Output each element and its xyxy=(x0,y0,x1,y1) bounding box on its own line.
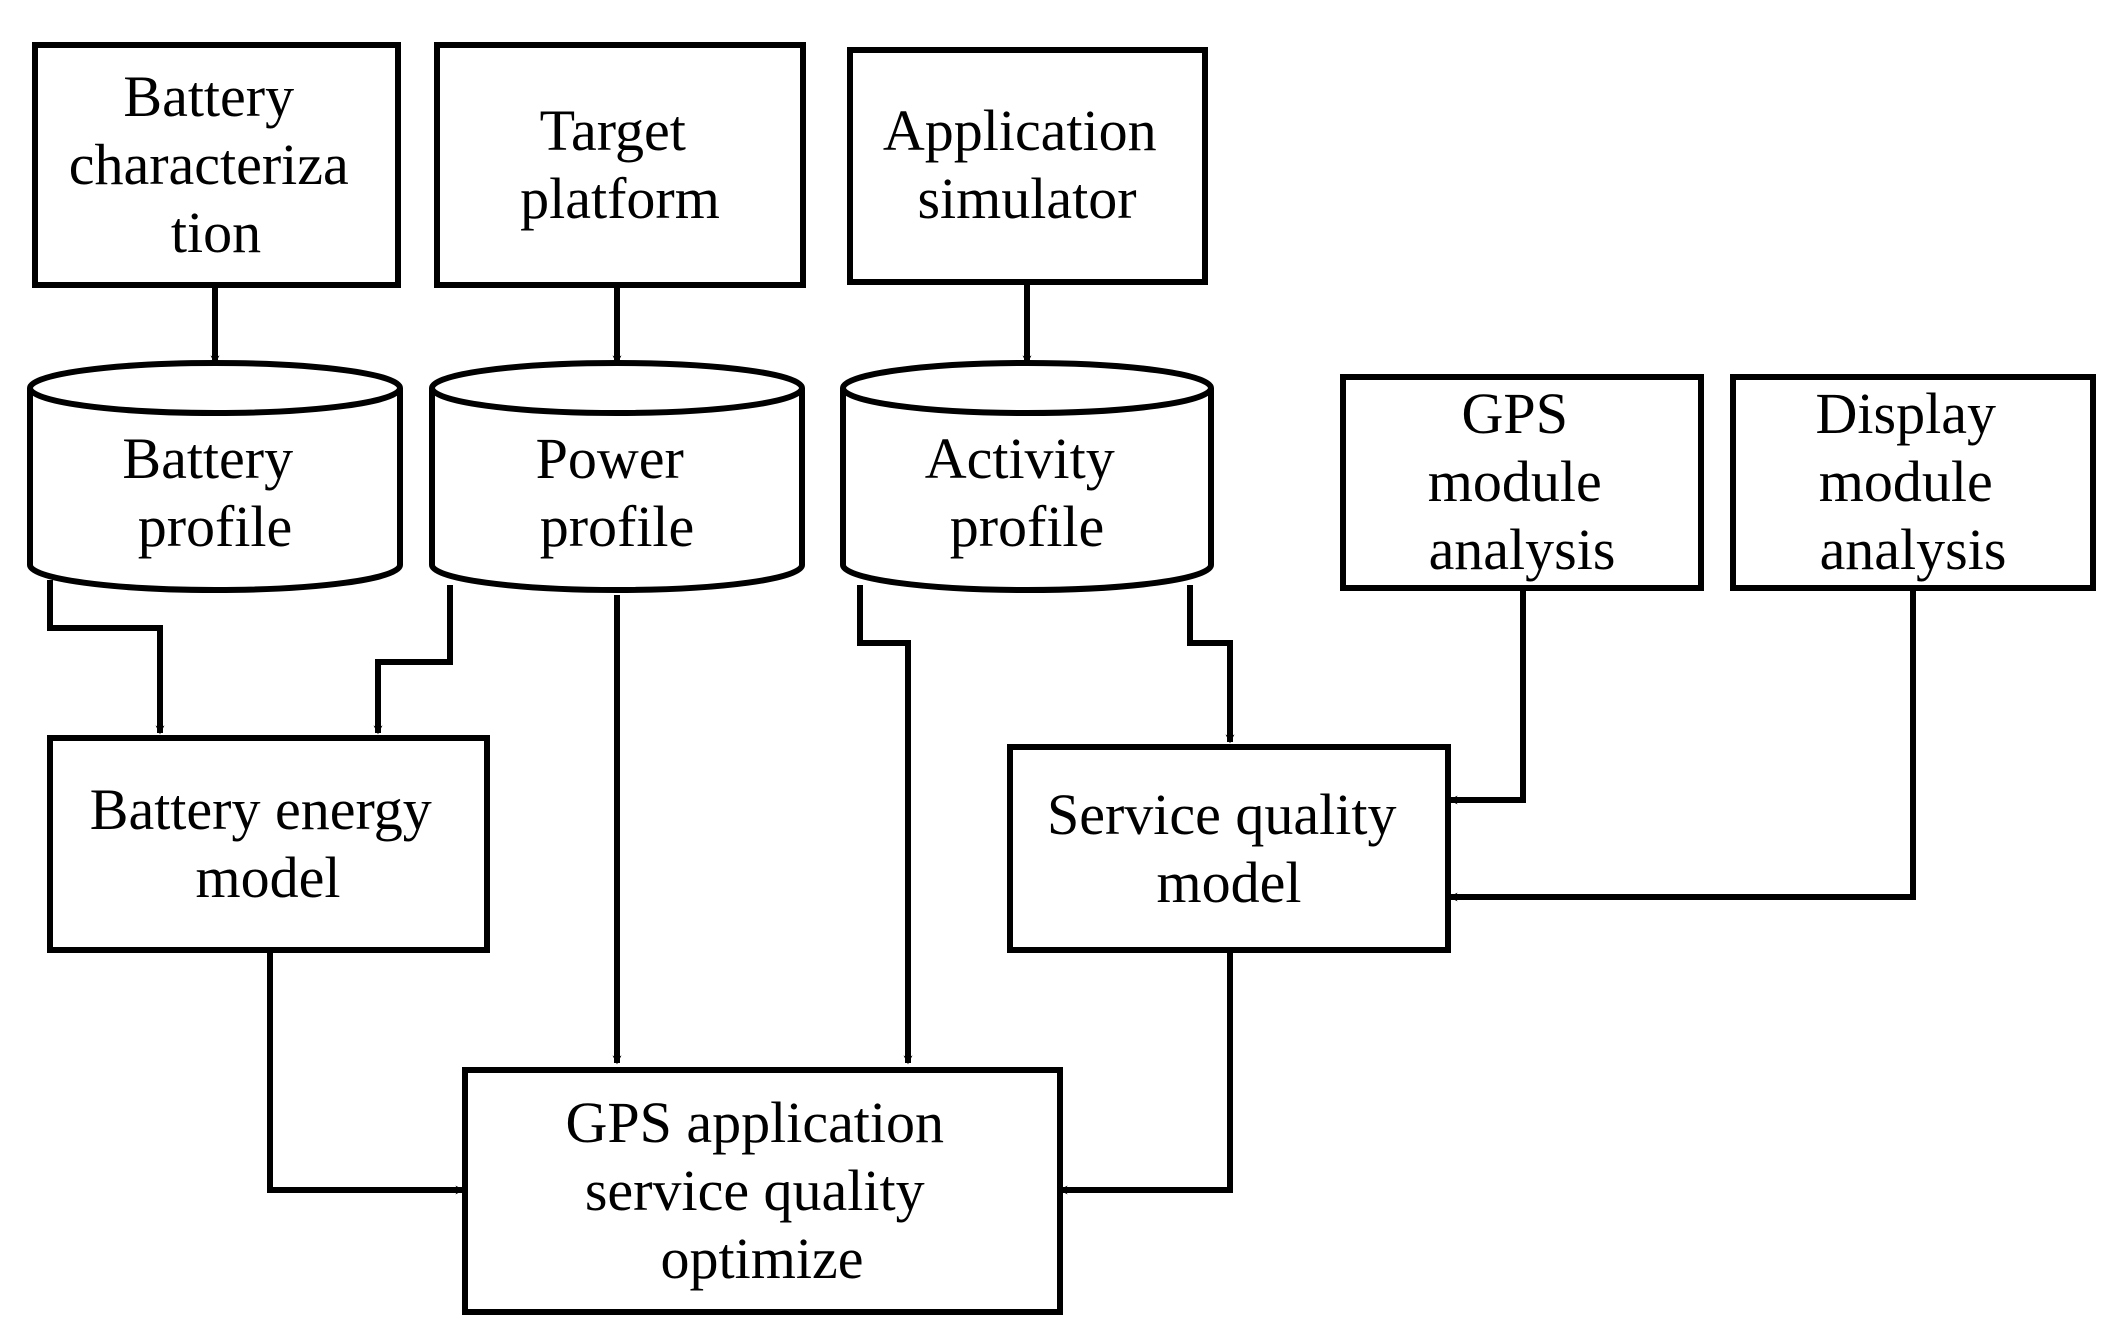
edge-battery-profile-to-battery-energy-model xyxy=(47,580,165,735)
node-service-quality-model: Service quality model xyxy=(1007,744,1451,953)
edges xyxy=(47,282,1916,1195)
node-battery-energy-model-label: Battery energy model xyxy=(90,777,446,910)
node-battery-profile: Battery profile xyxy=(27,360,403,593)
edge-service-quality-model-to-gps-optimize xyxy=(1058,950,1233,1195)
edge-power-profile-to-battery-energy-model xyxy=(373,585,453,735)
edge-gps-module-analysis-to-service-quality-model xyxy=(1448,588,1526,805)
node-gps-optimize-label: GPS application service quality optimize xyxy=(565,1090,958,1291)
node-power-profile: Power profile xyxy=(429,360,805,593)
node-battery-characterization-label: Battery characteriza tion xyxy=(69,64,364,265)
node-activity-profile-label: Activity profile xyxy=(925,426,1130,559)
node-gps-optimize: GPS application service quality optimize xyxy=(462,1067,1063,1315)
node-gps-module-analysis-label: GPS module analysis xyxy=(1428,381,1616,582)
node-application-simulator-label: Application simulator xyxy=(883,98,1171,231)
node-target-platform-label: Target platform xyxy=(520,98,720,231)
node-battery-profile-label: Battery profile xyxy=(122,426,307,559)
node-battery-energy-model: Battery energy model xyxy=(47,735,490,953)
edge-battery-energy-model-to-gps-optimize xyxy=(267,950,465,1195)
node-service-quality-model-label: Service quality model xyxy=(1047,782,1411,915)
edge-activity-profile-to-gps-optimize xyxy=(857,585,913,1065)
node-activity-profile: Activity profile xyxy=(840,360,1214,593)
node-application-simulator: Application simulator xyxy=(847,47,1208,285)
edge-display-module-analysis-to-service-quality-model xyxy=(1448,588,1916,902)
node-power-profile-label: Power profile xyxy=(536,426,699,559)
node-battery-characterization: Battery characteriza tion xyxy=(32,42,401,288)
node-display-module-analysis-label: Display module analysis xyxy=(1816,381,2011,582)
node-target-platform: Target platform xyxy=(434,42,806,288)
node-gps-module-analysis: GPS module analysis xyxy=(1340,374,1704,591)
node-display-module-analysis: Display module analysis xyxy=(1730,374,2096,591)
edge-activity-profile-to-service-quality-model xyxy=(1187,585,1235,744)
